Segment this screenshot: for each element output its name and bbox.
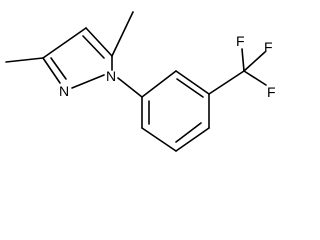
atom-f-top-right-label: F [264,39,273,55]
bond-c4-c5-single [85,27,113,57]
methyl-bond-c3 [5,57,44,63]
bond-c-f-right [243,70,267,86]
phenyl-bond-5 [141,127,177,152]
atom-n1-label: N [106,68,116,84]
phenyl-inner-double-1 [176,78,204,98]
bond-c-f-top-right [243,51,266,72]
atom-f-right-label: F [267,84,276,100]
bond-c-f-top-left [241,48,245,72]
phenyl-bond-1 [141,70,177,98]
bond-n1-phenyl [117,77,143,98]
atom-f-top-left-label: F [236,33,245,49]
bond-c3-n2-double [50,57,67,80]
chemical-structure-diagram: N N F F F [5,11,276,152]
bond-c3-c4-single [42,27,87,59]
methyl-bond-c5 [111,11,134,57]
phenyl-ring [141,70,210,152]
bond-n2-n1 [71,74,105,89]
phenyl-bond-4 [175,127,210,152]
trifluoromethyl-group [208,48,267,95]
phenyl-bond-2 [175,70,210,95]
bond-c5-c4-inner-double [82,35,105,59]
phenyl-inner-double-2 [175,122,202,143]
bond-c3-n2-single [42,57,61,84]
atom-n2-label: N [59,83,69,99]
pyrazole-ring [42,27,113,89]
bond-phenyl-cf3 [208,70,245,95]
